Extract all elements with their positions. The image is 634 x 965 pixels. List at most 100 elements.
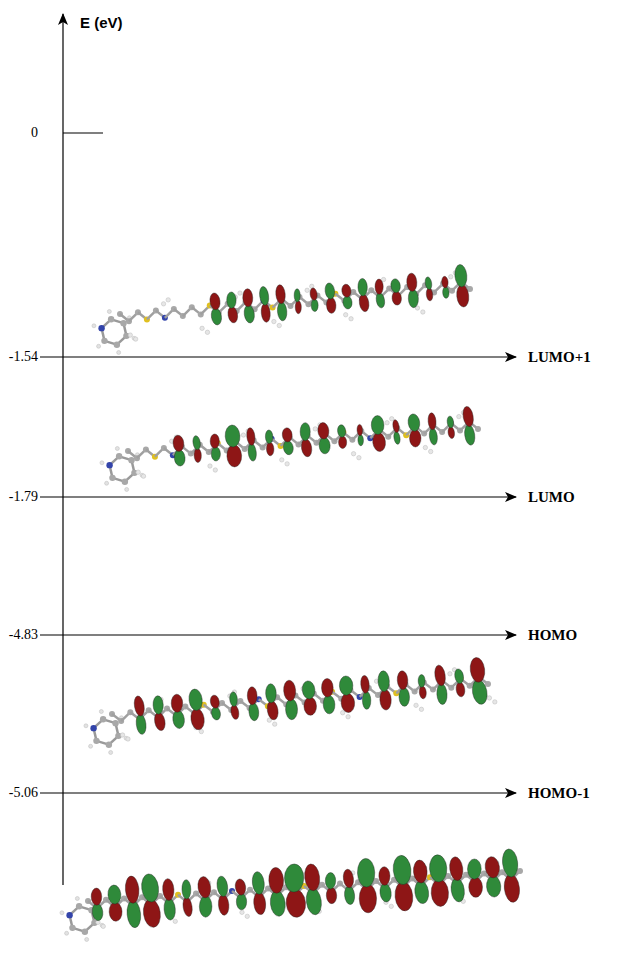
orbital-lobe	[424, 276, 432, 290]
hydrogen	[343, 313, 347, 317]
orbital-lobe	[282, 440, 294, 456]
atom	[122, 478, 128, 484]
energy-value: -5.06	[9, 786, 38, 800]
orbital-lobe	[209, 694, 220, 708]
orbital-lobe	[325, 873, 336, 890]
hydrogen	[273, 722, 277, 726]
orbital-lobe	[216, 875, 229, 897]
orbital-lobe	[375, 279, 383, 294]
orbital-lobe	[467, 859, 481, 879]
orbital-lobe	[392, 855, 412, 886]
orbital-lobe	[408, 289, 419, 308]
hydrogen	[92, 324, 96, 328]
orbital-lobe	[326, 297, 336, 314]
hydrogen	[65, 931, 69, 935]
hydrogen	[161, 302, 165, 306]
orbital-lobe	[153, 712, 166, 732]
orbital-lobe	[209, 292, 221, 310]
atom	[120, 320, 126, 326]
orbital-lobe	[407, 413, 421, 432]
hydrogen	[457, 414, 461, 418]
orbital-lobe	[182, 897, 194, 918]
orbital-lobe	[266, 700, 280, 721]
orbital-lobe	[447, 426, 455, 439]
hydrogen	[199, 729, 203, 733]
orbital-lobe	[324, 282, 335, 299]
orbital-lobe	[268, 867, 284, 893]
hydrogen	[115, 447, 119, 451]
orbital-lobe	[456, 284, 470, 308]
axis-title: E (eV)	[80, 15, 123, 30]
orbital-lobe	[300, 423, 310, 441]
atom	[101, 338, 107, 344]
orbital-lobe	[285, 699, 298, 720]
orbital-lobe	[469, 657, 486, 683]
orbital-lobe	[441, 276, 448, 288]
hydrogen	[305, 288, 309, 292]
orbital-lobe	[447, 416, 455, 428]
hydrogen	[428, 449, 432, 453]
atom	[66, 912, 72, 918]
orbital-lobe	[448, 856, 464, 881]
atom	[82, 928, 88, 934]
orbital-lobe	[501, 848, 519, 878]
orbital-lobe	[172, 435, 184, 452]
orbital-lobe	[225, 425, 241, 448]
orbital-lobe	[218, 894, 230, 915]
orbital-lobe	[266, 442, 274, 456]
orbital-lobe	[412, 860, 428, 884]
hydrogen	[125, 487, 129, 491]
hydrogen	[245, 914, 249, 918]
level-line	[40, 792, 516, 793]
atom	[109, 475, 115, 481]
hydrogen	[421, 310, 425, 314]
orbital-lobe	[486, 875, 502, 897]
hydrogen	[448, 672, 452, 676]
orbital-lobe	[234, 878, 247, 896]
orbital-lobe	[394, 881, 414, 912]
orbital-lobe	[390, 278, 401, 293]
orbital-lobe	[197, 876, 212, 899]
orbital-lobe	[338, 436, 346, 449]
atom	[93, 738, 99, 744]
atom	[69, 925, 75, 931]
orbital-lobe	[182, 880, 191, 900]
orbital-lobe	[413, 880, 430, 905]
hydrogen	[166, 298, 170, 302]
orbital-lobe	[392, 419, 400, 433]
orbital-lobe	[340, 693, 355, 713]
orbital-lobe	[391, 291, 402, 306]
hydrogen	[272, 319, 276, 323]
orbital-lobe	[419, 686, 427, 699]
hydrogen	[109, 750, 113, 754]
orbital-lobe	[284, 864, 304, 892]
hydrogen	[349, 317, 353, 321]
hydrogen	[205, 330, 209, 334]
hydrogen	[340, 711, 344, 715]
hydrogen	[75, 897, 79, 901]
orbital-lobe	[260, 303, 271, 323]
hydrogen	[423, 445, 427, 449]
level-line	[40, 634, 516, 635]
orbital-lobe	[311, 299, 318, 312]
hydrogen	[493, 700, 497, 704]
hydrogen	[101, 924, 105, 928]
orbital-lobe	[210, 434, 219, 448]
orbital-lobe	[358, 294, 370, 313]
orbital-lobe	[301, 680, 316, 699]
orbital-lobe	[342, 869, 354, 889]
orbital-lobe	[199, 896, 212, 917]
orbital-lobe	[358, 278, 368, 296]
hydrogen	[126, 737, 130, 741]
orbital-lobe	[226, 292, 236, 309]
hydrogen	[100, 461, 104, 465]
orbital-lobe	[211, 706, 222, 720]
orbital-lobe	[226, 445, 242, 468]
hydrogen	[277, 323, 281, 327]
orbital-lobe	[300, 438, 313, 457]
orbital-lobe	[109, 902, 123, 922]
atom	[106, 462, 112, 468]
zero-tick	[63, 132, 103, 133]
orbital-name: LUMO	[528, 490, 575, 505]
orbital-lobe	[246, 427, 256, 445]
